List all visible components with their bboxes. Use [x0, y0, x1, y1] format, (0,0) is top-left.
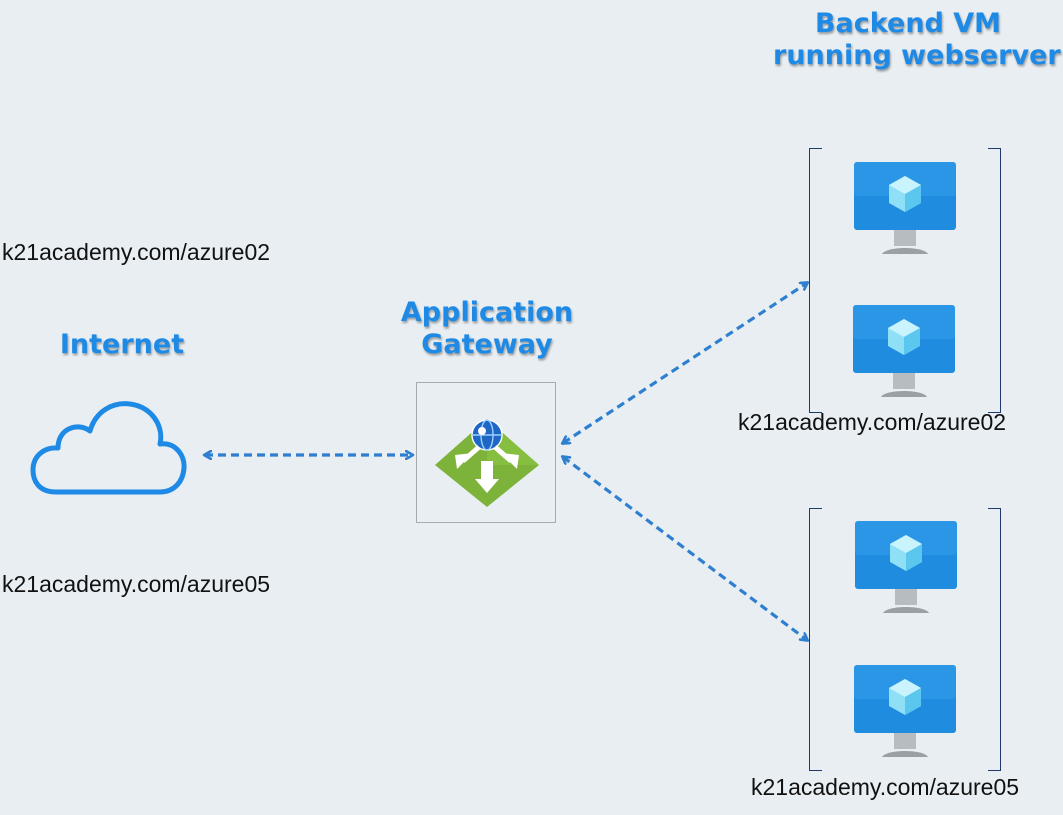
backend-title-line1: Backend VM — [814, 8, 1002, 39]
url-pool2: k21academy.com/azure05 — [751, 774, 1020, 800]
virtual-machine-icon — [852, 665, 958, 761]
pool2-bracket-left — [809, 508, 822, 771]
gateway-title: Application Gateway — [397, 297, 577, 361]
arrow-gateway-pool2 — [563, 457, 807, 640]
pool1-bracket-left — [809, 148, 822, 413]
gateway-title-line1: Application — [400, 297, 574, 328]
url-left-bottom: k21academy.com/azure05 — [2, 571, 271, 597]
url-left-top: k21academy.com/azure02 — [2, 239, 271, 265]
virtual-machine-icon — [852, 162, 958, 258]
gateway-box — [416, 382, 556, 523]
backend-title: Backend VM running webserver — [773, 8, 1061, 72]
pool2-bracket-right — [988, 508, 1001, 771]
cloud-icon — [30, 398, 190, 502]
gateway-title-line2: Gateway — [421, 329, 553, 360]
pool1-bracket-right — [988, 148, 1001, 413]
backend-title-line2: running webserver — [773, 40, 1061, 71]
internet-title: Internet — [59, 329, 185, 360]
virtual-machine-icon — [853, 521, 959, 617]
url-pool1: k21academy.com/azure02 — [738, 409, 1007, 435]
virtual-machine-icon — [851, 305, 957, 401]
application-gateway-icon — [433, 417, 541, 509]
